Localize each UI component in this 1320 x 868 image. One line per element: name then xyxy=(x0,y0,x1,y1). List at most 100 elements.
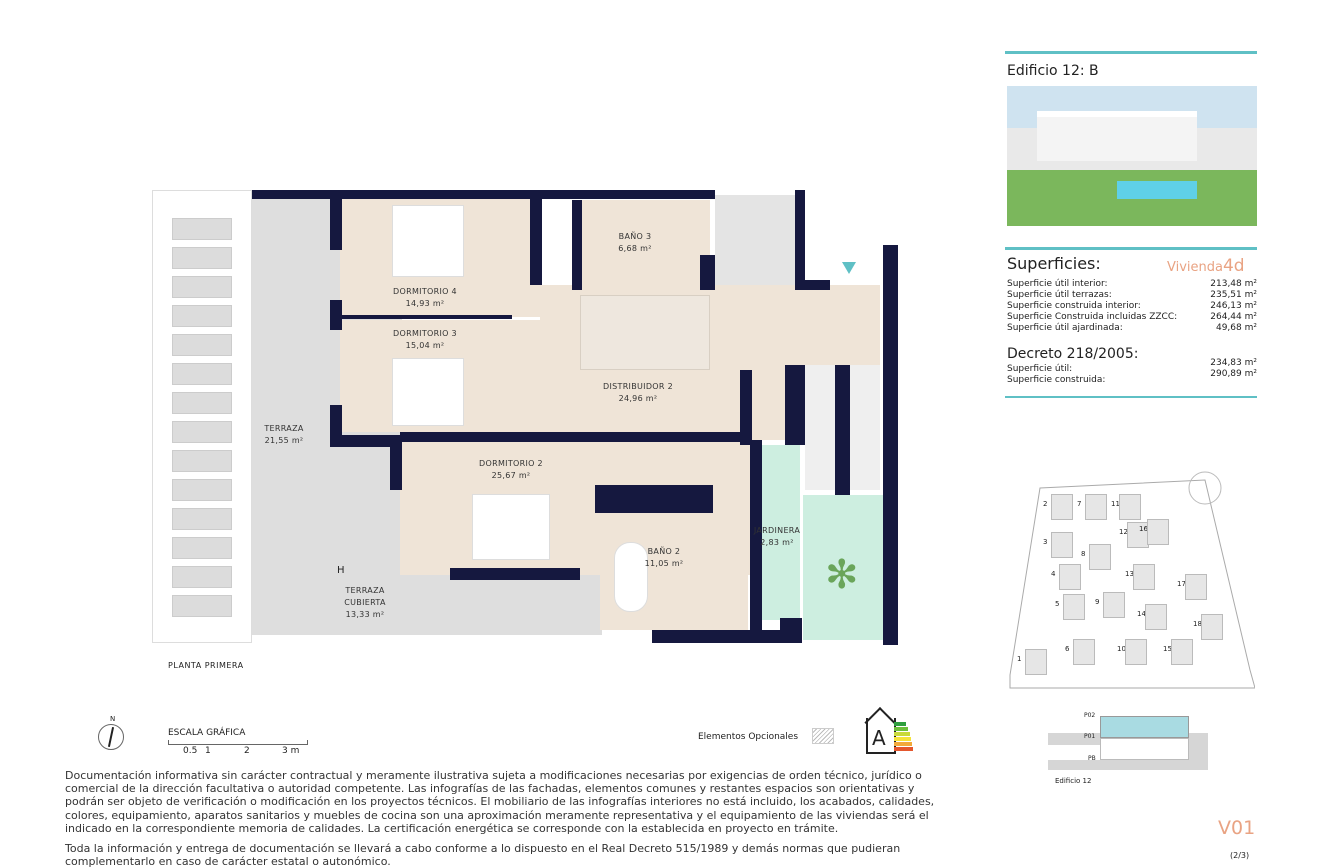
superficies-title: Superficies: xyxy=(1007,254,1101,273)
site-block-number: 9 xyxy=(1095,598,1100,606)
site-block-number: 17 xyxy=(1177,580,1186,588)
railing-panel xyxy=(172,595,232,617)
vivienda-type: Vivienda4d xyxy=(1167,256,1245,276)
site-block-number: 4 xyxy=(1051,570,1056,578)
version-label: V01 xyxy=(1218,817,1256,839)
hatch-swatch xyxy=(812,728,834,744)
decreto-title: Decreto 218/2005: xyxy=(1007,346,1139,362)
divider xyxy=(1005,51,1257,54)
site-building xyxy=(1089,544,1111,570)
site-block-number: 15 xyxy=(1163,645,1172,653)
optional-elements-label: Elementos Opcionales xyxy=(698,732,799,742)
plant-icon: ✻ xyxy=(825,552,859,598)
bed-icon xyxy=(392,205,464,277)
divider xyxy=(1005,396,1257,398)
railing-panel xyxy=(172,305,232,327)
railing-panel xyxy=(172,537,232,559)
site-building xyxy=(1201,614,1223,640)
site-block-number: 12 xyxy=(1119,528,1128,536)
railing-panel xyxy=(172,276,232,298)
jardinera-garden xyxy=(803,495,883,640)
site-block-number: 3 xyxy=(1043,538,1048,546)
decreto-labels: Superficie útil:Superficie construida: xyxy=(1007,364,1106,385)
site-building xyxy=(1125,639,1147,665)
site-building xyxy=(1051,532,1073,558)
page-number: (2/3) xyxy=(1230,851,1250,860)
bathtub-icon xyxy=(614,542,648,612)
railing-panel xyxy=(172,421,232,443)
railing-panel xyxy=(172,247,232,269)
scale-title: ESCALA GRÁFICA xyxy=(168,728,246,738)
railing-panel xyxy=(172,479,232,501)
floor-name: PLANTA PRIMERA xyxy=(168,661,244,670)
divider xyxy=(1005,247,1257,250)
site-block-number: 10 xyxy=(1117,645,1126,653)
bed-icon xyxy=(472,494,550,560)
terraza-cubierta-area xyxy=(252,575,602,635)
site-building xyxy=(1119,494,1141,520)
site-building xyxy=(1025,649,1047,675)
railing-panel xyxy=(172,363,232,385)
site-block-number: 16 xyxy=(1139,525,1148,533)
site-building xyxy=(1103,592,1125,618)
section-level-p01 xyxy=(1100,716,1189,738)
level-label: PB xyxy=(1088,755,1096,762)
site-block-number: 7 xyxy=(1077,500,1082,508)
level-label: P01 xyxy=(1084,733,1096,740)
section-ground xyxy=(1048,760,1208,770)
level-label: P02 xyxy=(1084,712,1096,719)
site-building xyxy=(1073,639,1095,665)
jardinera-strip xyxy=(760,445,800,620)
railing-panel xyxy=(172,392,232,414)
railing-panel xyxy=(172,508,232,530)
site-block-number: 1 xyxy=(1017,655,1022,663)
site-building xyxy=(1059,564,1081,590)
site-building xyxy=(1063,594,1085,620)
bed-icon xyxy=(392,358,464,426)
site-building xyxy=(1145,604,1167,630)
section-caption: Edificio 12 xyxy=(1055,777,1092,785)
entrance-arrow-icon xyxy=(842,262,856,274)
site-block-number: 14 xyxy=(1137,610,1146,618)
disclaimer-paragraph: Documentación informativa sin carácter c… xyxy=(65,769,935,835)
site-building xyxy=(1085,494,1107,520)
section-level-pb xyxy=(1100,738,1189,760)
site-building xyxy=(1185,574,1207,600)
railing-panel xyxy=(172,334,232,356)
site-block-number: 13 xyxy=(1125,570,1134,578)
scale-bar xyxy=(168,740,308,745)
site-block-number: 6 xyxy=(1065,645,1070,653)
site-block-number: 11 xyxy=(1111,500,1120,508)
energy-rating-icon: A xyxy=(864,707,914,754)
site-building xyxy=(1133,564,1155,590)
surfaces-list: Superficie útil interior:213,48 m² Super… xyxy=(1007,279,1257,333)
site-building xyxy=(1171,639,1193,665)
site-building xyxy=(1147,519,1169,545)
site-block-number: 5 xyxy=(1055,600,1060,608)
railing-panel xyxy=(172,218,232,240)
site-block-number: 18 xyxy=(1193,620,1202,628)
disclaimer-paragraph: Toda la información y entrega de documen… xyxy=(65,842,901,868)
site-block-number: 2 xyxy=(1043,500,1048,508)
site-building xyxy=(1051,494,1073,520)
site-block-number: 8 xyxy=(1081,550,1086,558)
north-label: N xyxy=(110,715,116,723)
building-render-image xyxy=(1007,86,1257,226)
railing-panel xyxy=(172,450,232,472)
railing-panel xyxy=(172,566,232,588)
skylight xyxy=(580,295,710,370)
building-title: Edificio 12: B xyxy=(1007,63,1099,79)
patio xyxy=(715,195,795,285)
room-bano-3 xyxy=(580,200,710,290)
